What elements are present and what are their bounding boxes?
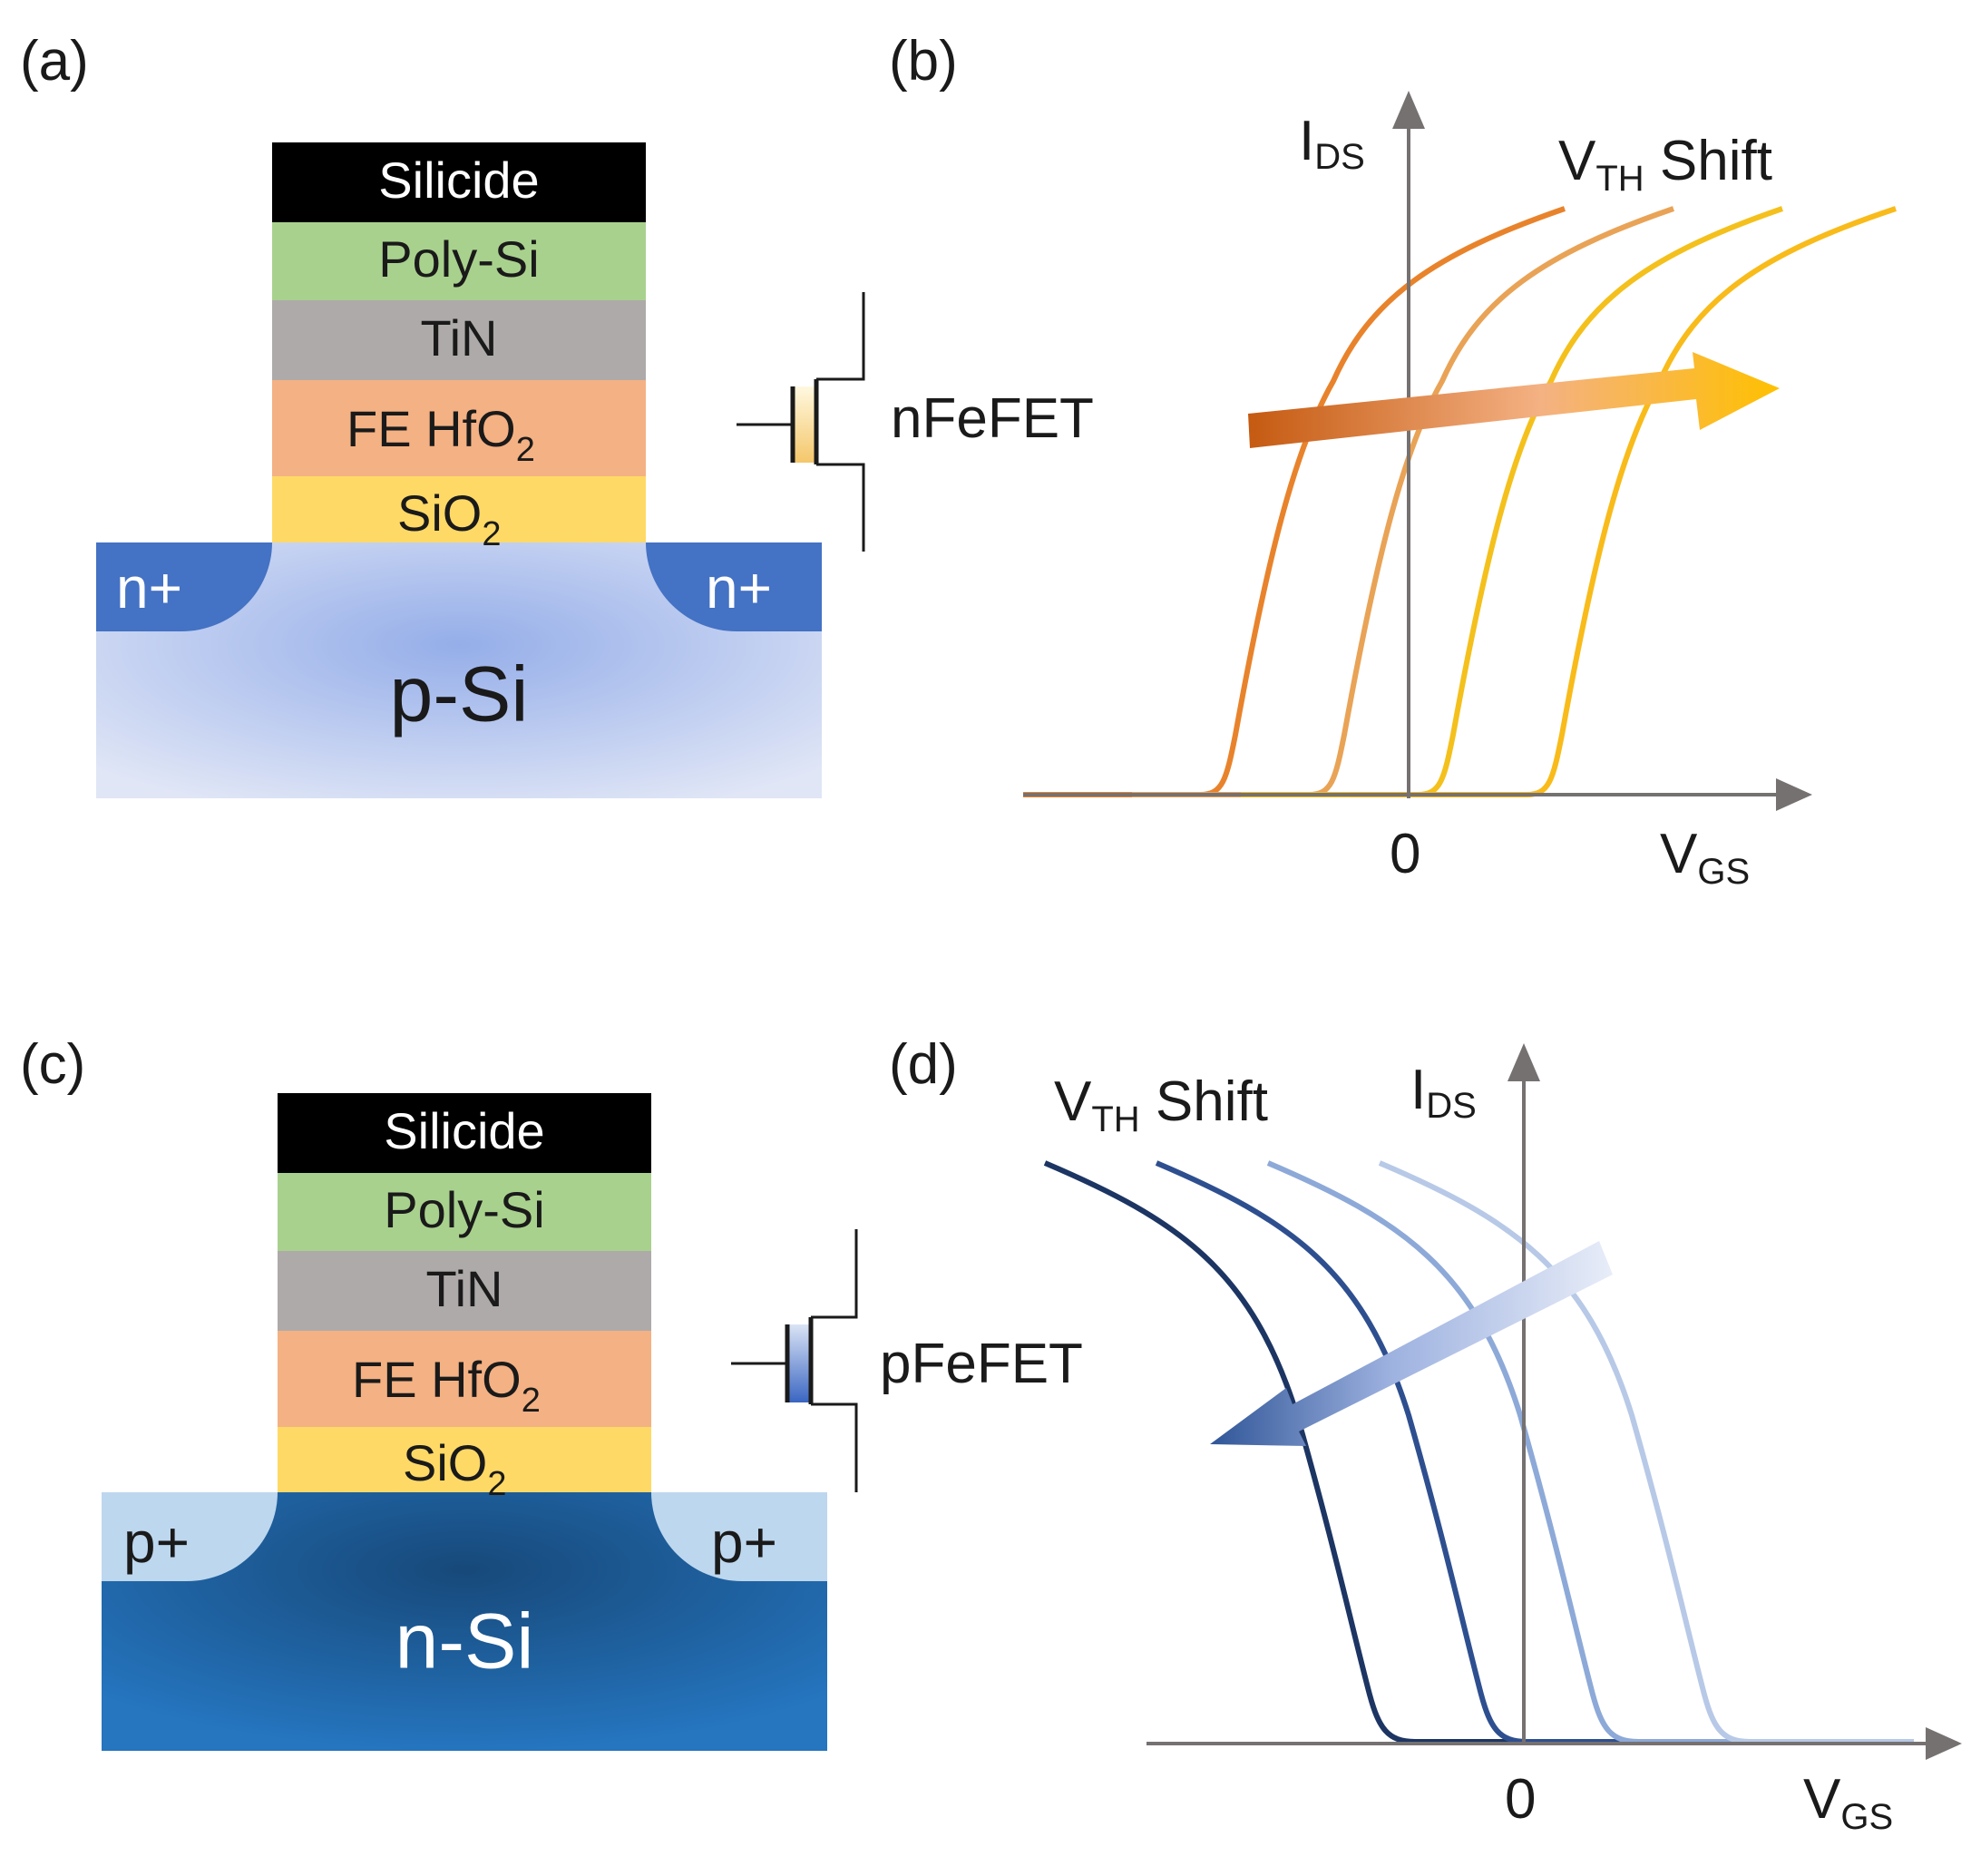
sio2-layer-c — [278, 1427, 651, 1492]
ids-main-d: I — [1410, 1059, 1426, 1121]
idvg-curve-3 — [1241, 206, 1783, 797]
y-axis-arrowhead-d — [1508, 1043, 1540, 1081]
vgs-label: VGS — [1660, 823, 1750, 892]
vth-shift-arrow-d — [1210, 1241, 1613, 1446]
fe-hfo2-subscript: 2 — [516, 431, 535, 469]
vth-rest: Shift — [1644, 130, 1772, 192]
idvg-curve-4 — [1350, 206, 1897, 797]
panel-b: (b) IDS VTH Shift 0 VGS — [889, 30, 1897, 892]
idvg-curve-p3 — [1266, 1160, 1849, 1744]
poly-si-text: Poly-Si — [378, 230, 539, 288]
fe-hfo2-main-c: FE HfO — [352, 1351, 522, 1408]
source-label-p: p+ — [123, 1510, 190, 1575]
panel-a-label: (a) — [20, 30, 89, 93]
panel-a: (a) n+ n+ p-Si Silicide Poly-Si TiN FE H… — [20, 30, 1094, 798]
panel-b-label: (b) — [889, 30, 958, 93]
sio2-main: SiO — [397, 484, 482, 542]
sio2-main-c: SiO — [403, 1434, 487, 1491]
ids-main: I — [1299, 110, 1314, 172]
p-plus-drain-region — [651, 1492, 827, 1581]
ids-sub-d: DS — [1426, 1086, 1477, 1126]
vgs-main-d: V — [1803, 1768, 1841, 1831]
silicide-layer — [272, 142, 646, 222]
source-label: n+ — [116, 555, 182, 620]
fe-hfo2-text: FE HfO2 — [346, 400, 535, 469]
x-axis-arrowhead-d — [1926, 1727, 1962, 1760]
fe-hfo2-layer-c — [278, 1331, 651, 1427]
sio2-subscript-c: 2 — [487, 1465, 506, 1503]
vth-shift-label: VTH Shift — [1558, 130, 1772, 199]
y-axis-arrowhead — [1392, 91, 1425, 129]
substrate-label: p-Si — [390, 651, 529, 738]
nfefet-label: nFeFET — [891, 387, 1094, 450]
poly-si-layer — [272, 222, 646, 300]
fe-hfo2-text-c: FE HfO2 — [352, 1351, 541, 1420]
x-axis-arrowhead — [1776, 778, 1812, 811]
panel-d: (d) IDS VTH Shift 0 VGS — [889, 1033, 1962, 1837]
drain-label-p: p+ — [711, 1510, 777, 1575]
n-plus-source-region — [96, 542, 272, 631]
sio2-subscript: 2 — [482, 515, 501, 553]
idvg-curve-2 — [1132, 206, 1674, 797]
idvg-curve-p2 — [1155, 1160, 1737, 1744]
poly-si-text-c: Poly-Si — [384, 1181, 544, 1238]
vgs-main: V — [1660, 823, 1698, 885]
vth-shift-label-d: VTH Shift — [1054, 1070, 1268, 1139]
vgs-sub: GS — [1697, 852, 1750, 892]
pfefet-label: pFeFET — [880, 1333, 1083, 1395]
vgs-label-d: VGS — [1803, 1768, 1893, 1837]
vth-rest-d: Shift — [1140, 1070, 1268, 1133]
p-plus-source-region — [102, 1492, 278, 1581]
zero-tick: 0 — [1390, 823, 1420, 885]
drain-label: n+ — [706, 555, 772, 620]
panel-c: (c) p+ p+ n-Si Silicide Poly-Si TiN FE H… — [20, 1033, 1083, 1751]
ids-sub: DS — [1314, 137, 1365, 177]
tin-layer — [272, 300, 646, 380]
fe-hfo2-subscript-c: 2 — [522, 1382, 541, 1420]
idvg-curve-p4 — [1378, 1160, 1914, 1744]
ids-label: IDS — [1299, 110, 1365, 177]
tin-text: TiN — [420, 309, 497, 366]
substrate-label-n: n-Si — [395, 1598, 534, 1685]
silicide-text-c: Silicide — [384, 1102, 544, 1159]
idvg-curve-1 — [1023, 206, 1566, 797]
ids-label-d: IDS — [1410, 1059, 1477, 1126]
silicide-layer-c — [278, 1093, 651, 1173]
sio2-layer — [272, 476, 646, 542]
panel-d-label: (d) — [889, 1033, 958, 1096]
sio2-text: SiO2 — [397, 484, 502, 553]
zero-tick-d: 0 — [1505, 1768, 1536, 1831]
pfefet-symbol — [731, 1229, 858, 1492]
sio2-text-c: SiO2 — [403, 1434, 507, 1503]
vth-main: V — [1558, 130, 1596, 192]
tin-layer-c — [278, 1251, 651, 1331]
vth-sub-d: TH — [1091, 1099, 1139, 1139]
vgs-sub-d: GS — [1840, 1797, 1893, 1837]
fe-hfo2-main: FE HfO — [346, 400, 516, 457]
tin-text-c: TiN — [425, 1260, 503, 1317]
panel-c-label: (c) — [20, 1033, 85, 1096]
silicide-text: Silicide — [378, 151, 539, 209]
nfefet-symbol — [737, 292, 865, 552]
fe-hfo2-layer — [272, 380, 646, 476]
vth-shift-arrow — [1248, 352, 1780, 448]
n-plus-drain-region — [646, 542, 822, 631]
vth-main-d: V — [1054, 1070, 1092, 1133]
idvg-curve-p1 — [1043, 1160, 1625, 1744]
poly-si-layer-c — [278, 1173, 651, 1251]
vth-sub: TH — [1595, 159, 1644, 199]
